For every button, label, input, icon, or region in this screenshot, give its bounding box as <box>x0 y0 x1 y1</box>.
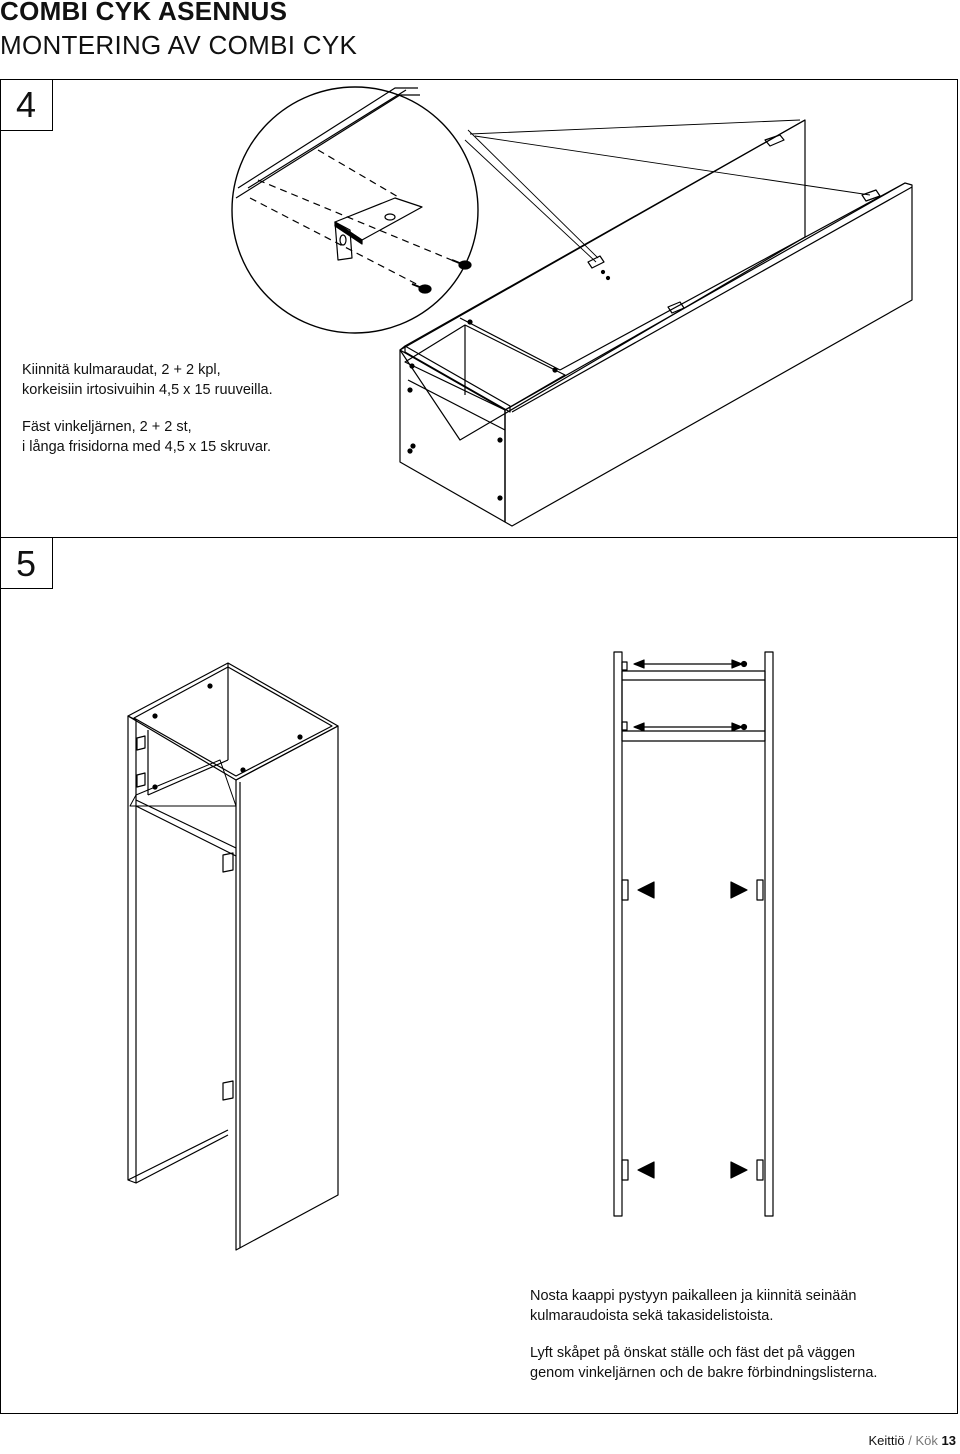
title-finnish: COMBI CYK ASENNUS <box>0 0 288 26</box>
screw-icon <box>451 259 472 270</box>
bracket-indicator <box>621 879 764 901</box>
screw-icon <box>411 283 432 294</box>
step-5-instructions: Nosta kaappi pystyyn paikalleen ja kiinn… <box>530 1287 877 1383</box>
step-5-text-sv-2: genom vinkeljärnen och de bakre förbindn… <box>530 1364 878 1381</box>
footer-separator: / <box>904 1433 916 1448</box>
step-divider <box>0 537 958 538</box>
footer-section: Keittiö <box>868 1433 905 1448</box>
instruction-frame <box>0 79 958 1414</box>
page-footer: Keittiö / Kök 13 <box>869 1433 956 1448</box>
step-4-text-sv-1: Fäst vinkeljärnen, 2 + 2 st, <box>22 419 192 435</box>
arrow-icon <box>633 722 748 732</box>
step-5-number: 5 <box>0 537 53 589</box>
cabinet-upright <box>127 662 339 1251</box>
step-4-text-fi-2: korkeisiin irtosivuihin 4,5 x 15 ruuveil… <box>22 381 273 398</box>
bracket-indicator <box>621 1159 764 1181</box>
footer-section-sv: Kök <box>915 1433 938 1448</box>
cabinet-lying <box>399 119 913 527</box>
title-swedish: MONTERING AV COMBI CYK <box>0 30 358 60</box>
step-4-instructions: Kiinnitä kulmaraudat, 2 + 2 kpl, korkeis… <box>22 361 273 457</box>
step-5-text-fi-1: Nosta kaappi pystyyn paikalleen ja kiinn… <box>530 1288 857 1304</box>
page-number: 13 <box>941 1433 956 1448</box>
detail-magnifier <box>231 86 871 334</box>
step-5-text-fi-2: kulmaraudoista sekä takasidelistoista. <box>530 1307 774 1324</box>
cabinet-front-view <box>613 651 774 1217</box>
step-4-number: 4 <box>0 79 53 131</box>
step-5-text-sv-1: Lyft skåpet på önskat ställe och fäst de… <box>530 1345 856 1361</box>
step-4-text-fi-1: Kiinnitä kulmaraudat, 2 + 2 kpl, <box>22 362 221 378</box>
arrow-icon <box>633 659 748 669</box>
step-4-text-sv-2: i långa frisidorna med 4,5 x 15 skruvar. <box>22 438 272 455</box>
